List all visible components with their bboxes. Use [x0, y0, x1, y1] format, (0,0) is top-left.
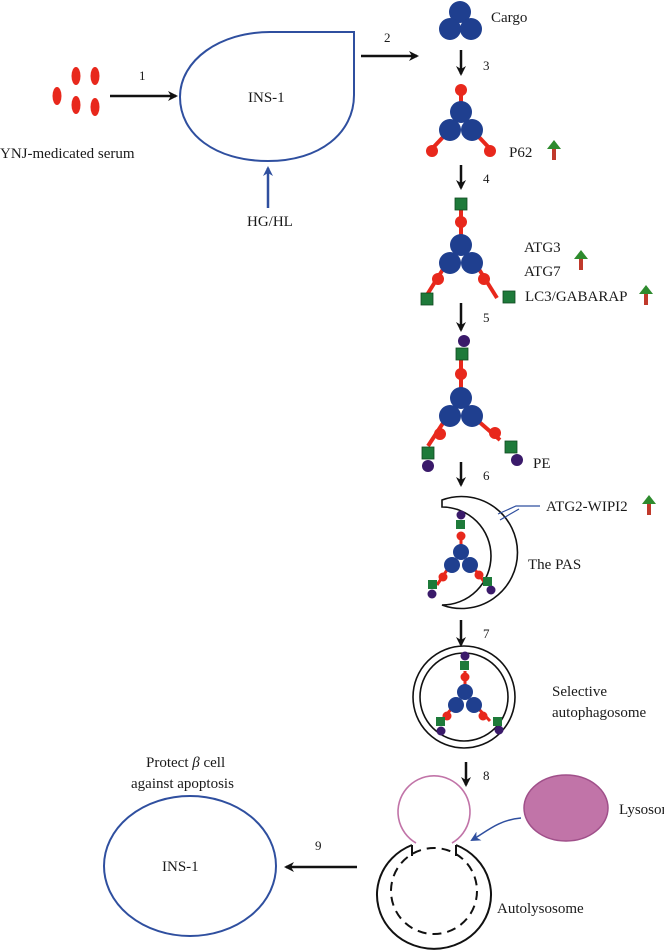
step2-number: 2	[384, 30, 391, 45]
selective-label: Selective	[552, 684, 607, 700]
lysosome-label: Lysosome	[619, 802, 664, 818]
atg3-label: ATG3	[524, 240, 561, 256]
pas-inner-complex	[427, 510, 496, 599]
ins1-cell-bottom	[103, 795, 277, 937]
step7-number: 7	[483, 626, 490, 641]
hg-hl-label: HG/HL	[247, 214, 293, 230]
p62-label: P62	[509, 145, 532, 161]
serum-label: YNJ-medicated serum	[0, 146, 135, 162]
pe-label: PE	[533, 456, 551, 472]
cargo-p62-lc3-complex	[420, 197, 516, 306]
against-apoptosis-text: against apoptosis	[131, 776, 234, 792]
atg7-label: ATG7	[524, 264, 561, 280]
atg3-atg7-upregulation-icon	[574, 250, 588, 270]
ins1-label-top: INS-1	[248, 90, 285, 106]
autophagosome-label: autophagosome	[552, 705, 646, 721]
cargo-cluster	[439, 1, 482, 40]
lc3-label: LC3/GABARAP	[525, 289, 628, 305]
atg2-pointer-lines	[497, 505, 540, 521]
cargo-p62-complex	[426, 84, 496, 157]
pas-phagophore	[441, 495, 519, 610]
atg2-wipi2-label: ATG2-WIPI2	[546, 499, 628, 515]
cargo-p62-lc3-pe-complex	[421, 335, 523, 472]
step1-number: 1	[139, 68, 146, 83]
autophagosome-inner-complex	[436, 651, 504, 736]
lysosome-fusion-arrow	[470, 817, 522, 841]
protect-beta-cell-text: Protect β cell	[146, 755, 225, 771]
atg2-upregulation-icon	[642, 495, 656, 515]
p62-upregulation-icon	[547, 140, 561, 160]
step9-number: 9	[315, 838, 322, 853]
serum-particles	[52, 67, 100, 116]
step3-number: 3	[483, 58, 490, 73]
pas-label: The PAS	[528, 557, 581, 573]
step5-number: 5	[483, 310, 490, 325]
lysosome	[523, 774, 609, 842]
step6-number: 6	[483, 468, 490, 483]
step8-number: 8	[483, 768, 490, 783]
autolysosome-label: Autolysosome	[497, 901, 584, 917]
step4-number: 4	[483, 171, 490, 186]
lc3-upregulation-icon	[639, 285, 653, 305]
ins1-cell-top	[178, 31, 355, 163]
ins1-label-bottom: INS-1	[162, 859, 199, 875]
autolysosome	[376, 775, 492, 950]
cargo-label: Cargo	[491, 10, 527, 26]
